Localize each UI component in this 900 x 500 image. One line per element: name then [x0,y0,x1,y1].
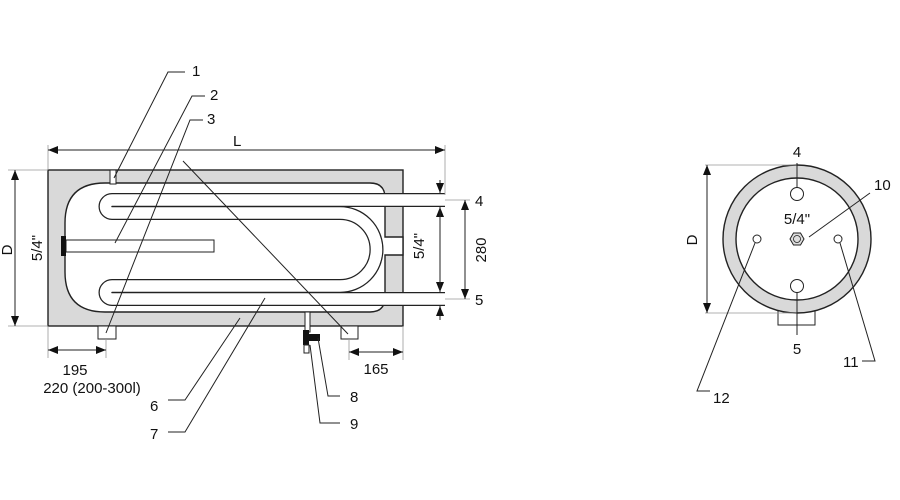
callout-2: 2 [210,87,218,104]
port-12 [752,234,762,244]
foot-left [97,325,117,340]
diameter-label: D [0,244,16,255]
front-diameter-label: D [684,234,701,245]
drain-pipe [304,311,311,333]
heat-exchanger-coil [98,193,446,306]
coil-spacing-label: 280 [473,237,490,262]
length-label: L [233,133,241,150]
callout-6: 6 [150,398,158,415]
port-5 [790,279,804,293]
port-11 [833,234,843,244]
hex-nut-icon [789,232,805,246]
callout-1: 1 [192,63,200,80]
front-callout-5: 5 [793,341,801,358]
callout-12: 12 [713,390,730,407]
foot-right [340,325,359,340]
left-thread-label: 5/4" [29,235,46,261]
drain-valve [303,330,320,345]
callout-11: 11 [843,354,859,371]
callout-8: 8 [350,389,358,406]
front-thread-label: 5/4" [784,211,810,228]
callout-leaders [105,71,349,433]
front-callout-leaders [696,163,876,392]
drain-outlet [303,344,310,354]
callout-7: 7 [150,426,158,443]
callout-10: 10 [874,177,891,194]
right-thread-label: 5/4" [411,233,428,259]
callout-5: 5 [475,292,483,309]
port-4 [790,187,804,201]
callout-4: 4 [475,193,483,210]
front-view: 5/4" D 4 5 10 11 12 [684,144,891,407]
left-foot-distance: 195 [62,362,87,379]
front-callout-4: 4 [793,144,801,161]
side-view: L D 5/4" 5/4" 280 195 220 (200-300l) 165… [0,63,490,443]
callout-9: 9 [350,416,358,433]
right-foot-distance: 165 [363,361,388,378]
heating-element-flange [61,236,66,256]
anode-fitting [109,169,117,185]
callout-3: 3 [207,111,215,128]
left-foot-distance-alt: 220 (200-300l) [43,380,141,397]
